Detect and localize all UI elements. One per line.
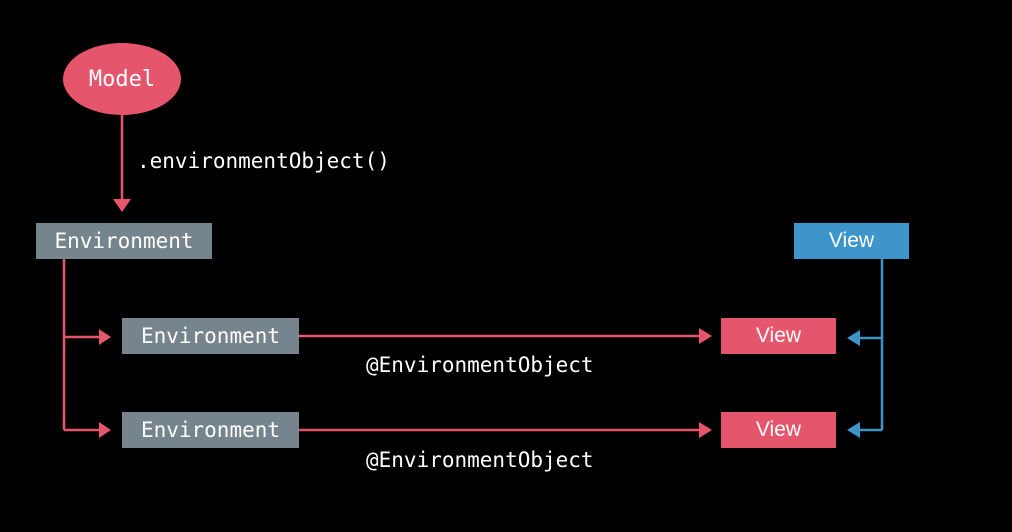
view-row1-arrow-head: [847, 330, 860, 346]
view-top-label: View: [828, 229, 875, 252]
environment-object-wrapper-label-row1: @EnvironmentObject: [366, 353, 594, 377]
model-node: Model: [63, 43, 181, 115]
row1-view-arrow-head: [699, 328, 712, 344]
environment-row1-node: Environment: [122, 318, 299, 354]
view-row1-label: View: [755, 324, 802, 347]
environment-row1-label: Environment: [140, 324, 281, 348]
view-row2-arrow-head: [847, 422, 860, 438]
view-top-node: View: [794, 223, 909, 259]
environment-row2-node: Environment: [122, 412, 299, 448]
model-label: Model: [88, 66, 156, 92]
row2-view-arrow-head: [699, 422, 712, 438]
branch-row1-arrow-head: [99, 329, 111, 345]
view-row2-node: View: [721, 412, 836, 448]
environment-row2-label: Environment: [140, 418, 281, 442]
environment-root-label: Environment: [54, 229, 194, 253]
view-row1-node: View: [721, 318, 836, 354]
view-row2-label: View: [755, 418, 802, 441]
environment-object-wrapper-label-row2: @EnvironmentObject: [366, 448, 594, 472]
model-arrow-head: [113, 199, 131, 212]
branch-row2-arrow-head: [99, 422, 111, 438]
environment-object-modifier-label: .environmentObject(): [137, 149, 390, 173]
environment-root-node: Environment: [36, 223, 212, 259]
